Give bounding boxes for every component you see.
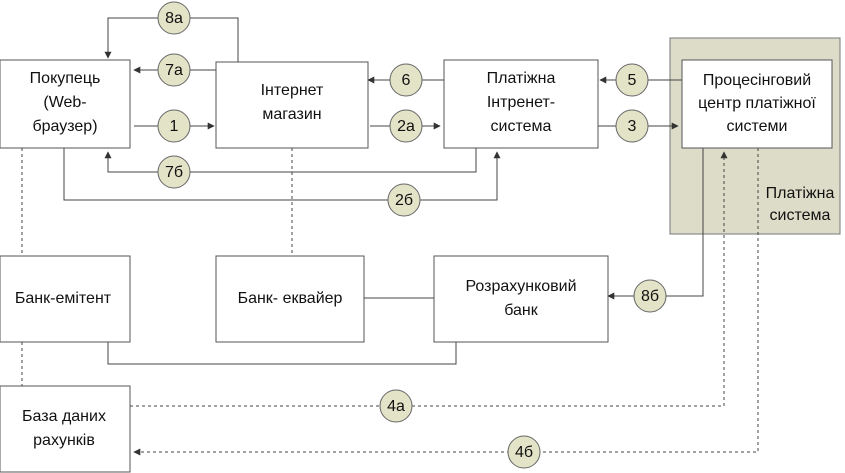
step-1-label: 1: [170, 118, 179, 135]
shop-box: Інтернет магазин: [215, 61, 369, 149]
buyer-label-1: Покупець: [30, 70, 101, 87]
shop-label-2: магазин: [262, 106, 321, 123]
step-8a-label: 8а: [165, 10, 183, 27]
step-2b: 2б: [387, 183, 421, 217]
step-2a-label: 2а: [397, 118, 415, 135]
step-3-label: 3: [628, 118, 637, 135]
acquirer-bank-box: Банк- еквайер: [215, 255, 365, 343]
buyer-label-2: (Web-: [43, 94, 86, 111]
database-label-1: База даних: [22, 408, 106, 425]
step-1: 1: [157, 109, 191, 143]
buyer-box: Покупець (Web- браузер): [0, 59, 131, 149]
shop-label-1: Інтернет: [261, 82, 324, 99]
settlement-label-1: Розрахунковий: [465, 278, 576, 295]
step-4b: 4б: [507, 435, 541, 469]
step-8b-label: 8б: [641, 288, 659, 305]
issuer-bank-box: Банк-емітент: [0, 255, 131, 343]
processing-center-box: Процесінговий центр платіжної системи: [681, 59, 833, 149]
settlement-label-2: банк: [504, 302, 539, 319]
arrow-2b: [63, 148, 501, 201]
step-7b-label: 7б: [165, 164, 183, 181]
payment-internet-system-box: Платіжна Інтренет- система: [443, 59, 599, 149]
database-label-2: рахунків: [33, 432, 95, 449]
step-4a-label: 4а: [387, 398, 405, 415]
payment-system-label-2: система: [770, 207, 831, 224]
accounts-database-box: База даних рахунків: [0, 385, 131, 473]
payment-system-label-1: Платіжна: [766, 185, 835, 202]
acquirer-label: Банк- еквайер: [238, 290, 343, 307]
step-4a: 4а: [379, 389, 413, 423]
step-8a: 8а: [157, 1, 191, 35]
link-issuer-settlement: [107, 342, 457, 365]
center-label-3: системи: [727, 118, 788, 135]
step-6-label: 6: [402, 72, 411, 89]
step-5: 5: [615, 63, 649, 97]
arrow-4b: [133, 148, 759, 456]
step-4b-label: 4б: [515, 444, 533, 461]
center-label-2: центр платіжної: [698, 95, 816, 112]
step-7b: 7б: [157, 155, 191, 189]
pis-label-3: система: [491, 118, 552, 135]
step-7a: 7а: [157, 53, 191, 87]
pis-label-1: Платіжна: [487, 70, 556, 87]
pis-label-2: Інтренет-: [487, 94, 555, 111]
settlement-bank-box: Розрахунковий банк: [433, 255, 609, 343]
step-8b: 8б: [633, 279, 667, 313]
step-2a: 2а: [389, 109, 423, 143]
step-3: 3: [615, 109, 649, 143]
arrow-4a: [130, 151, 728, 407]
step-7a-label: 7а: [165, 62, 183, 79]
step-2b-label: 2б: [395, 192, 413, 209]
center-label-1: Процесінговий: [703, 72, 811, 89]
step-6: 6: [389, 63, 423, 97]
buyer-label-3: браузер): [32, 118, 97, 135]
step-5-label: 5: [628, 72, 637, 89]
issuer-label: Банк-емітент: [15, 290, 112, 307]
